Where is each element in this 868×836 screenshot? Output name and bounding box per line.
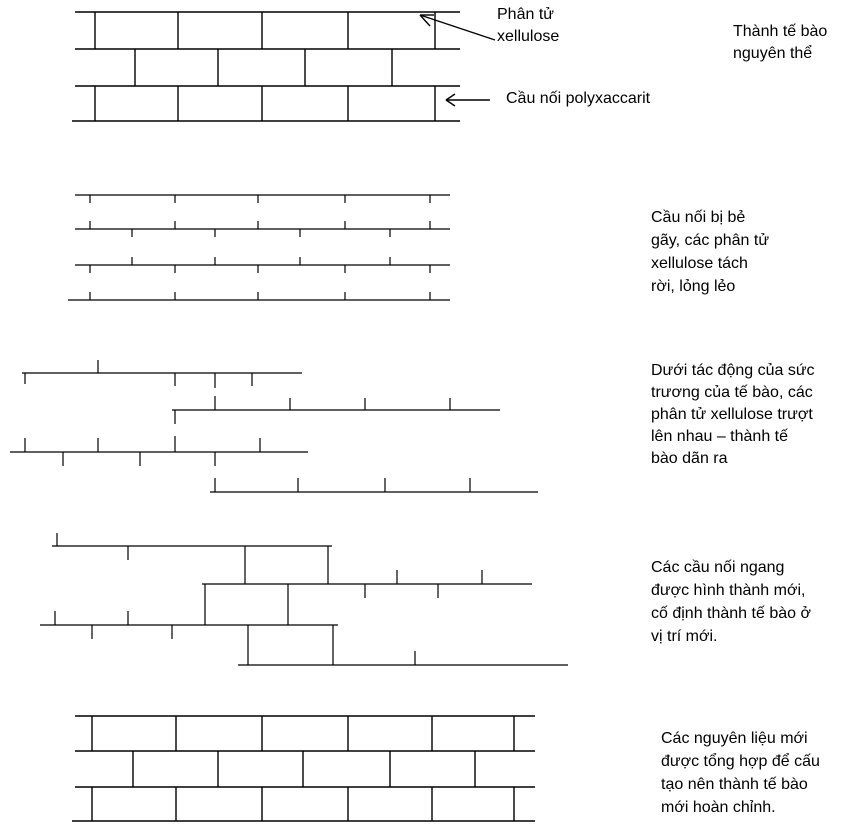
arrow-bridge-head (446, 94, 455, 100)
stage3-wall (10, 360, 538, 492)
label-stage4: Các cầu nối ngang được hình thành mới, c… (651, 556, 811, 648)
stage4-wall (40, 533, 568, 665)
label-primary-wall: Thành tế bào nguyên thể (733, 21, 827, 65)
arrow-molecule (420, 15, 495, 40)
label-stage5: Các nguyên liệu mới được tổng hợp để cấu… (661, 727, 820, 819)
label-cellulose-molecule: Phân tử xellulose (497, 4, 559, 48)
stage5-wall (72, 716, 535, 821)
arrow-bridge-head (446, 100, 455, 106)
label-stage2: Cầu nối bị bẻ gãy, các phân tử xellulose… (651, 206, 769, 298)
stage2-wall (68, 195, 450, 300)
label-stage3: Dưới tác động của sức trương của tế bào,… (651, 360, 815, 470)
stage1-wall (72, 12, 495, 121)
label-polysaccharide-bridge: Cầu nối polyxaccarit (506, 88, 650, 110)
